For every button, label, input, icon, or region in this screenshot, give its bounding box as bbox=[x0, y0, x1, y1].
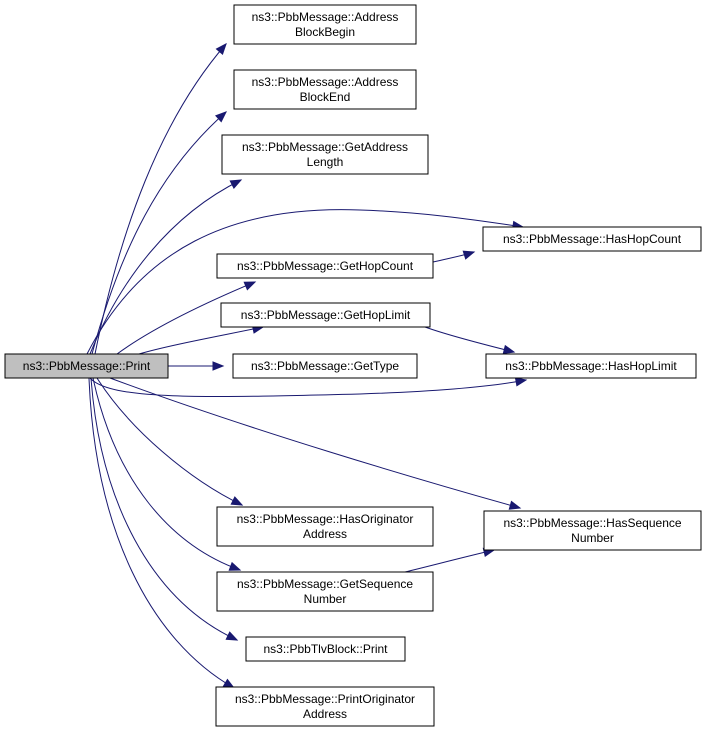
node-box[interactable] bbox=[245, 636, 406, 662]
node-label: BlockEnd bbox=[300, 90, 351, 104]
edge-line bbox=[91, 111, 227, 355]
node-box[interactable] bbox=[4, 353, 169, 379]
node-box[interactable] bbox=[482, 226, 702, 252]
edge-line bbox=[109, 377, 521, 509]
node-label: ns3::PbbMessage::Address bbox=[252, 75, 399, 89]
node-label: Length bbox=[307, 155, 344, 169]
node-label: ns3::PbbMessage::PrintOriginator bbox=[235, 692, 415, 706]
edge-print-to-hoa bbox=[96, 377, 244, 506]
node-label: Address bbox=[303, 707, 347, 721]
arrowhead bbox=[514, 377, 528, 387]
edge-gsn-to-hsn bbox=[404, 547, 496, 573]
node-label: Number bbox=[571, 531, 614, 545]
node-ghl[interactable]: ns3::PbbMessage::GetHopLimit bbox=[220, 302, 431, 328]
edge-print-to-hsn bbox=[109, 377, 522, 510]
node-label: Address bbox=[303, 527, 347, 541]
node-ghc[interactable]: ns3::PbbMessage::GetHopCount bbox=[216, 253, 434, 279]
arrowhead bbox=[229, 179, 243, 189]
node-box[interactable] bbox=[216, 253, 434, 279]
edge-print-to-tlvp bbox=[90, 377, 239, 641]
edge-line bbox=[94, 43, 227, 355]
edge-line bbox=[96, 377, 243, 506]
node-gt[interactable]: ns3::PbbMessage::GetType bbox=[232, 353, 418, 379]
arrowhead bbox=[212, 361, 225, 371]
node-label: ns3::PbbTlvBlock::Print bbox=[263, 642, 388, 656]
edge-line bbox=[116, 281, 256, 355]
node-label: ns3::PbbMessage::HasHopLimit bbox=[505, 359, 677, 373]
node-label: ns3::PbbMessage::GetHopLimit bbox=[241, 308, 411, 322]
node-box[interactable] bbox=[220, 302, 431, 328]
edge-line bbox=[89, 377, 527, 398]
edge-line bbox=[92, 377, 241, 571]
edge-print-to-abb bbox=[94, 42, 227, 355]
edge-print-to-ghl bbox=[138, 324, 265, 355]
arrowhead bbox=[228, 561, 242, 571]
node-tlvp[interactable]: ns3::PbbTlvBlock::Print bbox=[245, 636, 406, 662]
arrowhead bbox=[230, 496, 244, 506]
node-label: Number bbox=[304, 592, 347, 606]
node-label: ns3::PbbMessage::Address bbox=[252, 10, 399, 24]
edge-print-to-poa bbox=[88, 377, 236, 689]
edge-line bbox=[138, 326, 264, 355]
node-label: ns3::PbbMessage::HasSequence bbox=[503, 516, 681, 530]
node-hhc[interactable]: ns3::PbbMessage::HasHopCount bbox=[482, 226, 702, 252]
node-hhl[interactable]: ns3::PbbMessage::HasHopLimit bbox=[485, 353, 697, 379]
arrowhead bbox=[215, 111, 228, 123]
arrowhead bbox=[215, 42, 227, 56]
node-label: BlockBegin bbox=[295, 25, 355, 39]
arrowhead bbox=[502, 344, 516, 355]
edge-print-to-hhc bbox=[86, 209, 525, 355]
node-label: ns3::PbbMessage::HasOriginator bbox=[237, 512, 414, 526]
edge-layer bbox=[86, 42, 528, 689]
node-box[interactable] bbox=[216, 506, 434, 547]
node-box[interactable] bbox=[485, 353, 697, 379]
edge-ghc-to-hhc bbox=[432, 250, 476, 263]
edge-line bbox=[404, 549, 495, 573]
edge-ghl-to-hhl bbox=[424, 326, 516, 355]
node-label: ns3::PbbMessage::GetSequence bbox=[237, 577, 413, 591]
node-print[interactable]: ns3::PbbMessage::Print bbox=[4, 353, 169, 379]
edge-line bbox=[88, 377, 235, 689]
edge-print-to-abe bbox=[91, 111, 228, 355]
node-label: ns3::PbbMessage::GetType bbox=[251, 359, 399, 373]
node-box[interactable] bbox=[483, 510, 702, 551]
arrowhead bbox=[243, 281, 257, 291]
node-label: ns3::PbbMessage::Print bbox=[23, 359, 151, 373]
node-box[interactable] bbox=[232, 353, 418, 379]
node-label: ns3::PbbMessage::GetHopCount bbox=[237, 259, 414, 273]
node-label: ns3::PbbMessage::GetAddress bbox=[242, 140, 408, 154]
edge-print-to-gt bbox=[168, 361, 225, 371]
edge-line bbox=[424, 326, 515, 353]
edge-print-to-gsn bbox=[92, 377, 242, 571]
arrowhead bbox=[462, 250, 476, 260]
edge-line bbox=[86, 209, 524, 355]
arrowhead bbox=[508, 500, 522, 510]
node-box[interactable] bbox=[216, 571, 434, 612]
edge-line bbox=[90, 377, 238, 641]
node-box[interactable] bbox=[221, 134, 429, 175]
arrowhead bbox=[225, 631, 239, 641]
edge-print-to-hhl bbox=[89, 377, 528, 398]
node-label: ns3::PbbMessage::HasHopCount bbox=[503, 232, 682, 246]
node-layer: ns3::PbbMessage::Print ns3::PbbMessage::A… bbox=[4, 4, 702, 727]
node-box[interactable] bbox=[233, 69, 417, 110]
node-box[interactable] bbox=[215, 686, 435, 727]
edge-print-to-ghc bbox=[116, 281, 257, 355]
node-box[interactable] bbox=[233, 4, 417, 45]
